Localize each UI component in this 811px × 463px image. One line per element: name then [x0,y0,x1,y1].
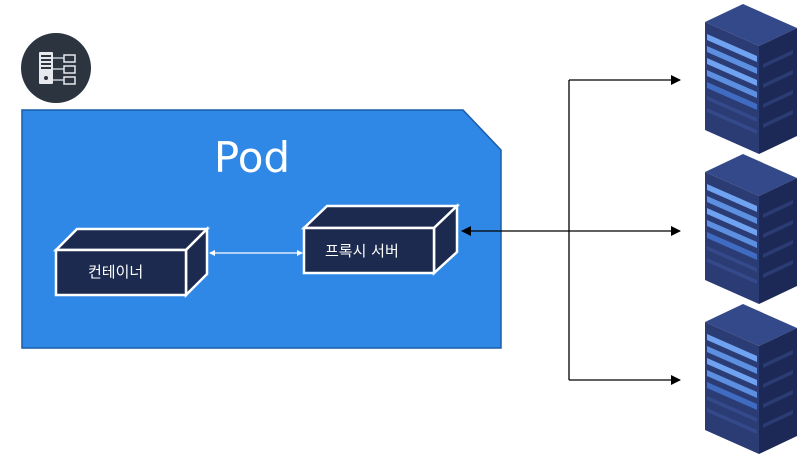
container-box: 컨테이너 [52,225,211,299]
server-icon [705,304,797,454]
proxy-server-box: 프록시 서버 [300,203,461,276]
server-icon [705,154,797,304]
proxy-server-label: 프록시 서버 [325,242,399,260]
server-icon [705,4,797,154]
pod-title: Pod [214,133,290,182]
container-label: 컨테이너 [88,263,143,281]
server-cluster-icon [21,33,91,103]
proxy-to-servers-connector [461,75,681,385]
